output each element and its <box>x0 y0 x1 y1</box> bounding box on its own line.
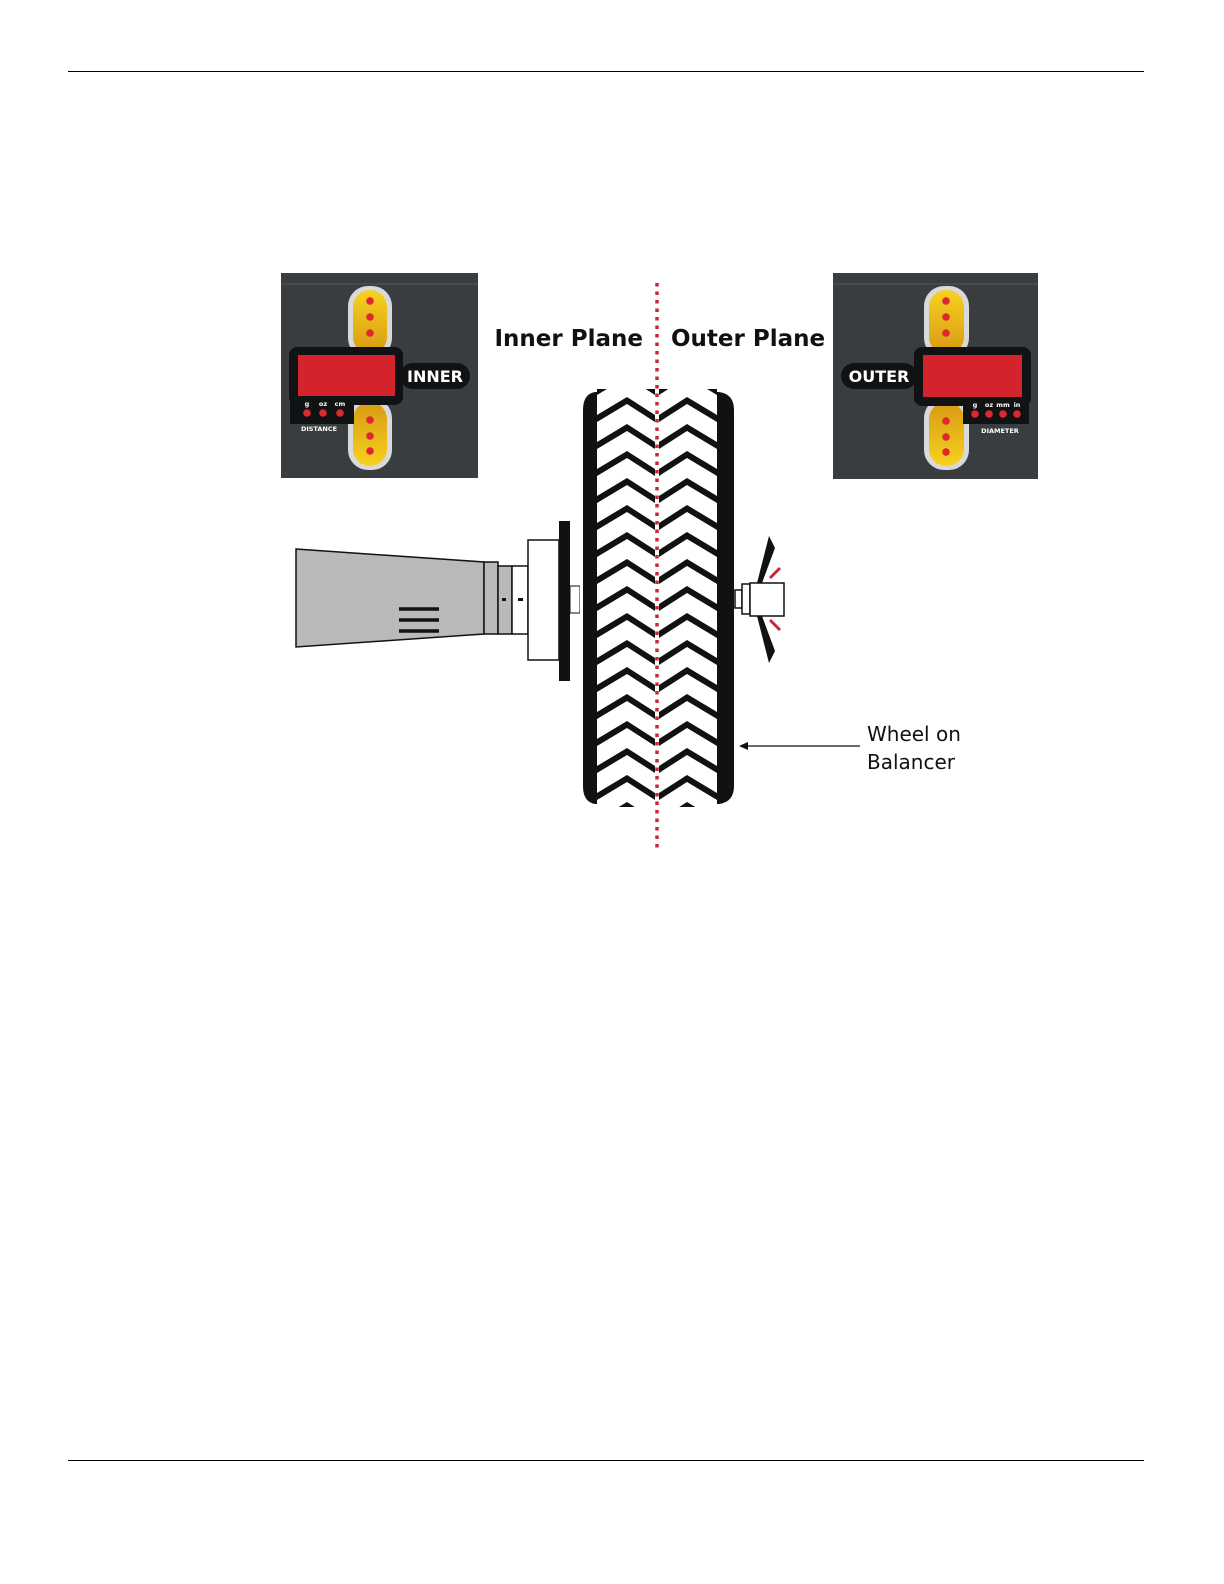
inner-led-top-2 <box>366 313 374 321</box>
inner-led-bottom-1 <box>366 416 374 424</box>
outer-sensor <box>735 536 784 663</box>
outer-led-top-2 <box>942 313 950 321</box>
outer-led-bottom-3 <box>942 448 950 456</box>
inner-red-display <box>298 355 395 396</box>
outer-red-display <box>923 355 1022 397</box>
inner-plane-label: Inner Plane <box>495 326 644 352</box>
inner-led-top-1 <box>366 297 374 305</box>
inner-unit-2: cm <box>335 400 346 408</box>
tread-chevron <box>597 829 627 854</box>
outer-unit-0: g <box>973 401 978 409</box>
callout-line-1: Wheel on <box>867 722 961 746</box>
tread-chevron <box>659 829 687 854</box>
outer-plane-label: Outer Plane <box>671 326 825 352</box>
inner-led-bottom-2 <box>366 432 374 440</box>
outer-led-top-1 <box>942 297 950 305</box>
tread-chevron <box>687 829 717 854</box>
outer-led-bottom-2 <box>942 433 950 441</box>
inner-unit-0: g <box>305 400 310 408</box>
outer-led-top-3 <box>942 329 950 337</box>
tire <box>580 370 736 854</box>
outer-unit-2: mm <box>996 401 1010 409</box>
inner-led-bottom-3 <box>366 447 374 455</box>
outer-display-panel: g oz mm in DIAMETER OUTER <box>833 273 1038 479</box>
outer-footer-label: DIAMETER <box>981 427 1019 435</box>
callout-line-2: Balancer <box>867 750 956 774</box>
inner-led-top-3 <box>366 329 374 337</box>
inner-badge: INNER <box>407 367 463 386</box>
inner-unit-1: oz <box>319 400 327 408</box>
outer-unit-3: in <box>1014 401 1021 409</box>
inner-display-panel: g oz cm DISTANCE INNER <box>281 273 478 478</box>
wheel-callout: Wheel on Balancer <box>739 722 961 774</box>
balancer-shaft <box>296 521 580 681</box>
tread-chevron <box>627 829 655 854</box>
inner-footer-label: DISTANCE <box>301 425 337 433</box>
outer-badge: OUTER <box>849 367 910 386</box>
outer-led-bottom-1 <box>942 417 950 425</box>
outer-unit-1: oz <box>985 401 993 409</box>
